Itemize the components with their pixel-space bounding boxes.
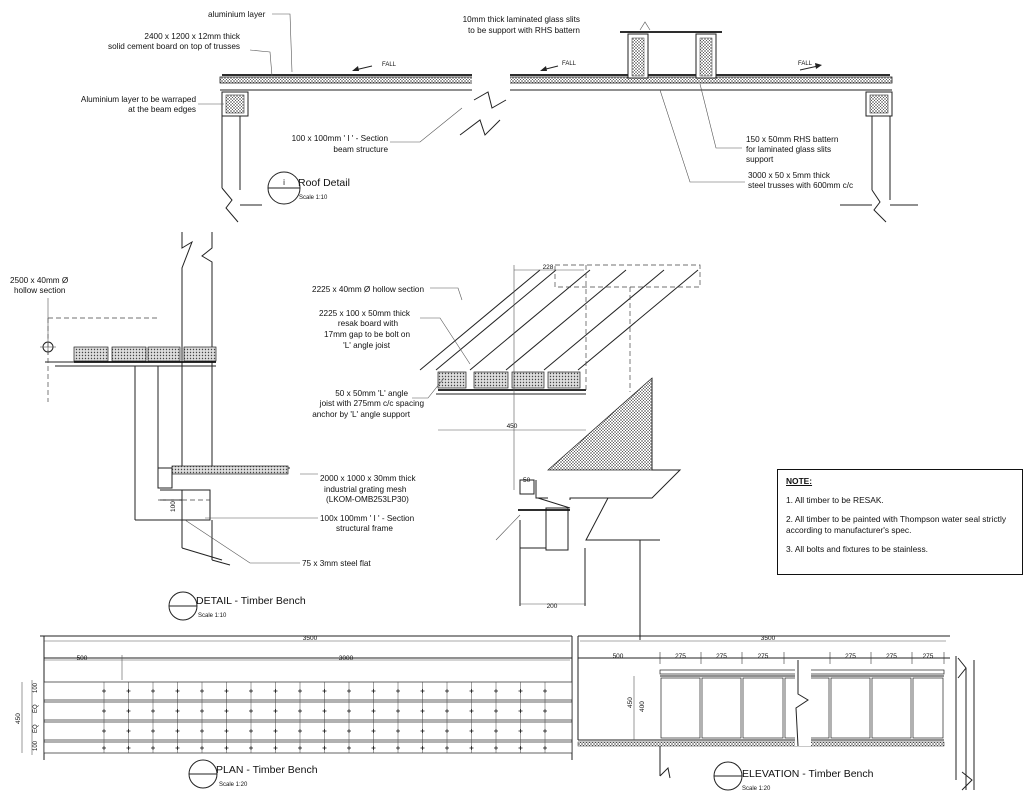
svg-text:FALL: FALL [562,61,577,67]
svg-text:3000: 3000 [339,655,354,662]
svg-text:Scale 1:10: Scale 1:10 [198,613,227,619]
svg-text:3500: 3500 [761,635,776,642]
fall-arrow-3: FALL [798,61,822,71]
svg-text:400: 400 [639,701,646,712]
svg-text:50: 50 [523,477,531,484]
svg-text:FALL: FALL [798,61,813,67]
svg-text:10mm thick laminated glass sli: 10mm thick laminated glass slits [463,15,580,24]
svg-text:EQ: EQ [33,704,39,713]
svg-text:beam structure: beam structure [333,145,388,154]
svg-text:75 x 3mm steel flat: 75 x 3mm steel flat [302,559,371,568]
svg-text:228: 228 [543,264,554,271]
svg-text:Scale 1:20: Scale 1:20 [742,786,771,792]
svg-text:FALL: FALL [382,62,397,68]
svg-text:i: i [283,178,285,187]
svg-text:2000 x 1000 x 30mm thick: 2000 x 1000 x 30mm thick [320,474,416,483]
svg-text:EQ: EQ [33,724,39,733]
svg-text:industrial grating mesh: industrial grating mesh [324,485,407,494]
svg-text:100: 100 [170,501,177,512]
roof-cement-board [219,76,893,84]
svg-text:'L' angle joist: 'L' angle joist [343,341,391,350]
note-item-2: 2. All timber to be painted with Thompso… [786,513,1007,535]
svg-text:joist with 275mm c/c spacing: joist with 275mm c/c spacing [319,399,425,408]
svg-text:200: 200 [547,603,558,610]
svg-text:450: 450 [627,697,634,708]
elevation-bay-dim: 275 [716,653,727,660]
svg-text:hollow section: hollow section [14,286,66,295]
svg-text:50 x 50mm 'L' angle: 50 x 50mm 'L' angle [335,389,408,398]
svg-text:500: 500 [77,655,88,662]
fall-arrow-2: FALL [540,61,577,71]
svg-text:steel trusses with 600mm c/c: steel trusses with 600mm c/c [748,181,853,190]
svg-text:100x 100mm ' I ' - Section: 100x 100mm ' I ' - Section [320,514,415,523]
plan-title: PLAN - Timber Bench [216,764,318,776]
elevation-title: ELEVATION - Timber Bench [742,768,874,780]
svg-text:2400 x 1200 x 12mm thick: 2400 x 1200 x 12mm thick [144,32,240,41]
elevation-bay-dim: 275 [758,653,769,660]
svg-text:150 x 50mm RHS battern: 150 x 50mm RHS battern [746,135,839,144]
elevation-timber-bench: 3500 500 275 275 275 275 275 275 450 400 ELEV… [577,635,975,792]
svg-text:to be support with RHS battern: to be support with RHS battern [468,26,580,35]
svg-text:structural frame: structural frame [336,524,393,533]
svg-text:17mm gap to be bolt on: 17mm gap to be bolt on [324,330,410,339]
svg-text:450: 450 [507,423,518,430]
plan-timber-bench: 3500 500 3000 450 100 EQ EQ 100 PLAN - T… [15,635,573,789]
detail-bench-title: DETAIL - Timber Bench [196,595,306,607]
svg-text:solid cement board on top of t: solid cement board on top of trusses [108,42,240,51]
svg-text:450: 450 [15,713,22,724]
elevation-bays: 275 275 275 275 275 275 [659,652,945,664]
detail-timber-bench: 100 228 450 50 [10,232,701,640]
svg-text:Scale 1:20: Scale 1:20 [219,782,248,788]
svg-text:2500 x 40mm Ø: 2500 x 40mm Ø [10,276,69,285]
svg-text:support: support [746,155,774,164]
svg-text:100 x 100mm ' I ' - Section: 100 x 100mm ' I ' - Section [292,134,389,143]
svg-text:for laminated glass slits: for laminated glass slits [746,145,831,154]
elevation-bay-dim: 275 [845,653,856,660]
note-item-1: 1. All timber to be RESAK. [786,494,884,505]
elevation-bay-dim: 275 [923,653,934,660]
svg-text:Scale 1:10: Scale 1:10 [299,195,328,201]
svg-text:at the beam edges: at the beam edges [128,105,196,114]
svg-text:anchor by 'L' angle support: anchor by 'L' angle support [312,410,411,419]
svg-text:100: 100 [33,740,39,751]
svg-text:3000 x 50 x 5mm thick: 3000 x 50 x 5mm thick [748,171,831,180]
note-item-3: 3. All bolts and fixtures to be stainles… [786,543,928,554]
svg-text:2225 x 40mm Ø hollow section: 2225 x 40mm Ø hollow section [312,285,424,294]
svg-text:resak board with: resak board with [338,319,399,328]
svg-text:2225 x 100 x 50mm thick: 2225 x 100 x 50mm thick [319,309,411,318]
svg-text:500: 500 [613,653,624,660]
note-box: NOTE: 1. All timber to be RESAK. 2. All … [777,469,1023,575]
svg-text:3500: 3500 [303,635,318,642]
svg-text:100: 100 [33,682,39,693]
elevation-bay-dim: 275 [675,653,686,660]
fall-arrow-1: FALL [352,62,397,71]
elevation-bay-dim: 275 [886,653,897,660]
note-heading: NOTE: [786,476,813,486]
plan-joists [102,682,547,753]
svg-text:Aluminium layer to be warraped: Aluminium layer to be warraped [81,95,197,104]
roof-detail: FALL FALL FALL aluminium layer 2400 x 12… [81,10,918,223]
detail-hatched-wedge [547,377,653,471]
roof-detail-title: Roof Detail [298,177,350,189]
label-aluminium-layer: aluminium layer [208,10,266,19]
svg-text:(LKOM-OMB253LP30): (LKOM-OMB253LP30) [326,495,409,504]
